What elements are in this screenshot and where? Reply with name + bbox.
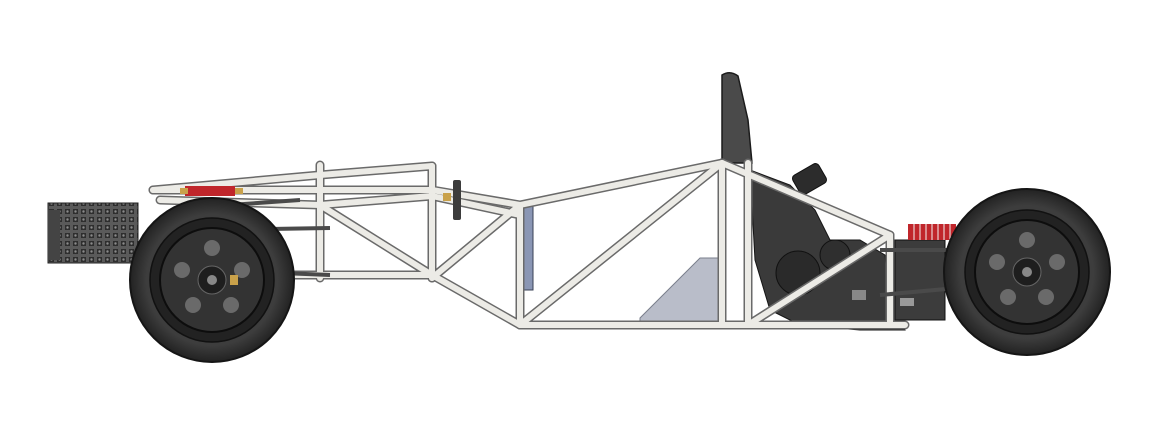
steering-column <box>443 180 461 220</box>
rear-cooler <box>47 202 139 264</box>
rear-damper <box>180 186 243 196</box>
floor-panel <box>639 257 721 324</box>
front-wheel <box>943 188 1111 356</box>
tube-frame <box>148 158 910 330</box>
engine-assembly <box>749 163 946 331</box>
seat-back <box>721 72 753 164</box>
front-spring <box>908 224 956 240</box>
rear-wheel <box>129 197 295 363</box>
